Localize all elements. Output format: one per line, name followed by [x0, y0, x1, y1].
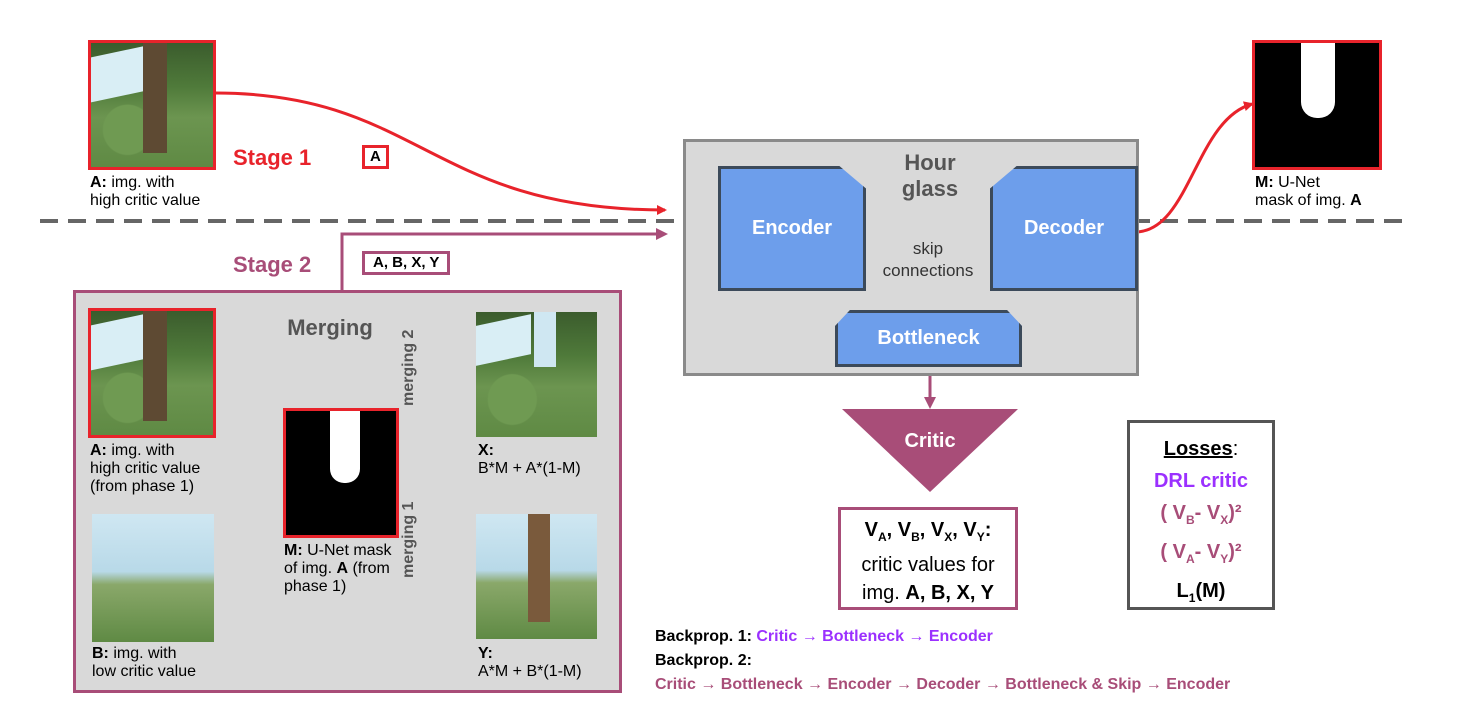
losses-title: Losses — [1163, 438, 1233, 460]
image-a-stage1 — [88, 40, 216, 170]
caption-mask-merging: M: U-Net mask of img. A (from phase 1) — [284, 542, 392, 595]
image-b — [92, 514, 214, 642]
l1-loss: L1(M) — [1176, 580, 1226, 605]
stage1-label: Stage 1 — [233, 145, 312, 170]
mask-output — [1252, 40, 1382, 170]
stage2-label: Stage 2 — [233, 252, 312, 277]
merging-title: Merging — [287, 315, 373, 340]
bottleneck-block: Bottleneck — [835, 310, 1022, 367]
critic-values-box: VA, VB, VX, VY: critic values for img. A… — [838, 507, 1018, 610]
loss-term-2: ( VA- VY)² — [1160, 541, 1242, 566]
backprop-2-path: Critic → Bottleneck → Encoder → Decoder … — [655, 676, 1231, 693]
image-y — [476, 514, 597, 639]
caption-a-stage1: A: img. with high critic value — [90, 174, 201, 209]
caption-x: X:B*M + A*(1-M) — [478, 442, 581, 477]
merging-2-label: merging 2 — [400, 329, 417, 406]
critic-triangle — [842, 409, 1018, 492]
image-x — [476, 312, 597, 437]
caption-a-merging: A: img. with high critic value (from pha… — [90, 442, 201, 495]
caption-mask-output: M: U-Net mask of img. A — [1255, 174, 1362, 209]
loss-term-1: ( VB- VX)² — [1160, 502, 1242, 527]
caption-b: B: img. with low critic value — [92, 645, 197, 680]
stage1-arrow — [214, 91, 667, 215]
merging-1-label: merging 1 — [400, 501, 417, 578]
image-a-merging — [88, 308, 216, 438]
stage2-arrow — [340, 228, 668, 290]
drl-critic-label: DRL critic — [1153, 470, 1249, 492]
backprop-2-label: Backprop. 2: — [655, 652, 752, 669]
backprop-1-path: Critic → Bottleneck → Encoder — [756, 628, 993, 645]
encoder-block: Encoder — [718, 166, 866, 291]
stage1-tag: A — [362, 145, 389, 169]
critic-label: Critic — [904, 430, 956, 452]
decoder-block: Decoder — [990, 166, 1138, 291]
backprop-text: Backprop. 1: Critic → Bottleneck → Encod… — [655, 625, 1435, 697]
mask-merging — [283, 408, 399, 538]
caption-y: Y:A*M + B*(1-M) — [478, 645, 582, 680]
decoder-to-mask-arrow — [1134, 101, 1254, 234]
losses-box: Losses: DRL critic ( VB- VX)² ( VA- VY)²… — [1127, 420, 1275, 610]
stage2-tag: A, B, X, Y — [362, 251, 451, 275]
backprop-1-label: Backprop. 1: — [655, 628, 752, 645]
